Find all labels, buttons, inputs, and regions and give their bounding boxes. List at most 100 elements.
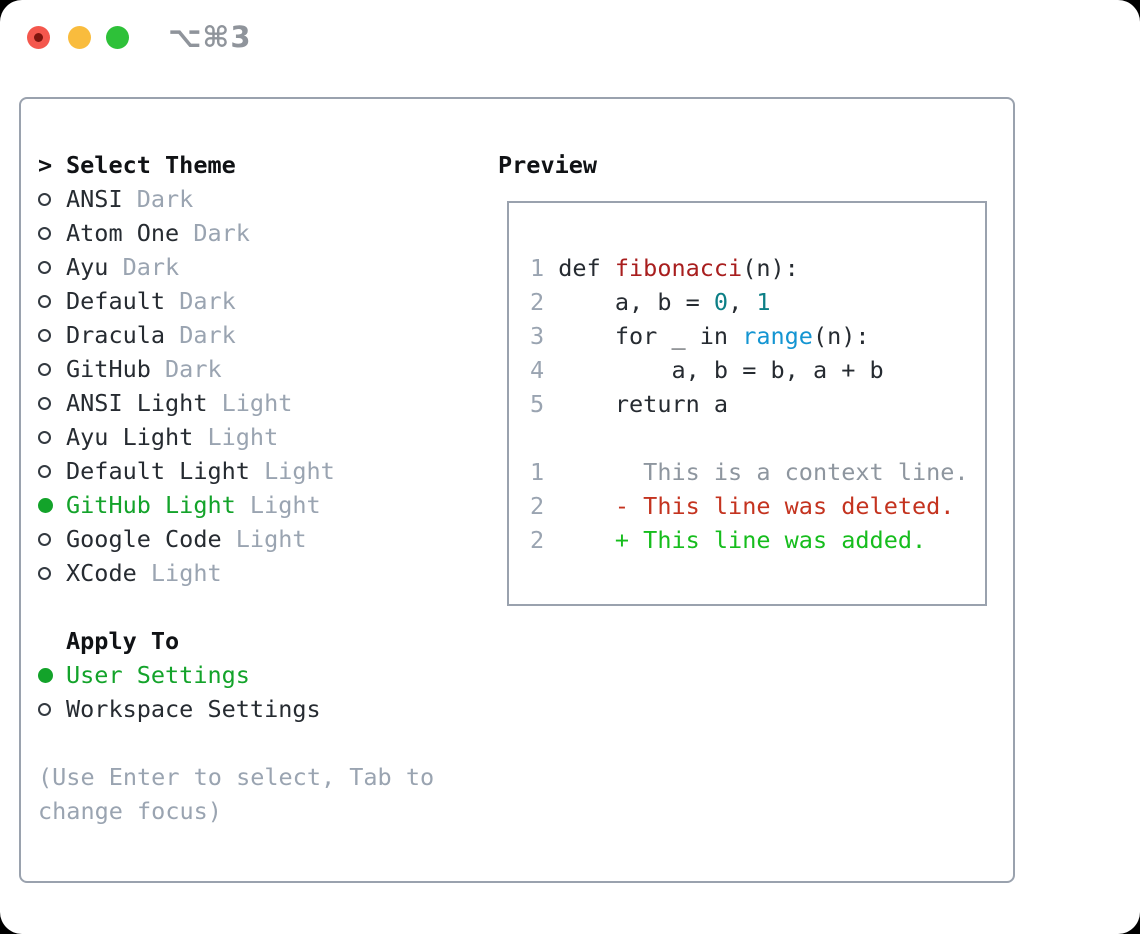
line-number: 3 — [530, 322, 545, 350]
theme-option-google-code[interactable]: Google Code Light — [38, 522, 434, 556]
radio-icon — [38, 396, 66, 410]
option-label: ANSI Light — [66, 389, 208, 417]
radio-icon — [38, 566, 66, 580]
token-deleted: - This line was deleted. — [558, 492, 955, 520]
apply-option-workspace-settings[interactable]: Workspace Settings — [38, 692, 434, 726]
theme-option-github-light[interactable]: GitHub Light Light — [38, 488, 434, 522]
code-line: 5 return a — [530, 387, 969, 421]
code-line: 2 a, b = 0, 1 — [530, 285, 969, 319]
spacer — [38, 726, 434, 760]
radio-icon — [38, 260, 66, 274]
code-line: 4 a, b = b, a + b — [530, 353, 969, 387]
token-added: + This line was added. — [558, 526, 927, 554]
variant-label: Dark — [179, 219, 250, 247]
theme-option-ayu-light[interactable]: Ayu Light Light — [38, 420, 434, 454]
radio-icon — [38, 430, 66, 444]
variant-label: Light — [136, 559, 222, 587]
token-plain: , — [728, 288, 757, 316]
variant-label: Light — [221, 525, 307, 553]
variant-label: Dark — [165, 321, 236, 349]
option-label: GitHub Light — [66, 491, 236, 519]
theme-option-ayu[interactable]: Ayu Dark — [38, 250, 434, 284]
radio-icon — [38, 226, 66, 240]
line-number: 2 — [530, 526, 545, 554]
minimize-button[interactable] — [68, 26, 91, 49]
radio-icon — [38, 702, 66, 716]
line-number: 2 — [530, 288, 545, 316]
radio-icon — [38, 328, 66, 342]
token-num: 1 — [756, 288, 771, 316]
radio-icon — [38, 532, 66, 546]
variant-label: Dark — [108, 253, 180, 281]
option-label: Default — [66, 287, 166, 315]
option-label: Default Light — [66, 457, 250, 485]
line-number: 5 — [530, 390, 545, 418]
option-label: Google Code — [66, 525, 222, 553]
option-label: Workspace Settings — [66, 695, 321, 723]
token-func: fibonacci — [614, 254, 743, 282]
help-text-line-2: change focus) — [38, 797, 222, 825]
line-number: 1 — [530, 458, 545, 486]
code-line: 3 for _ in range(n): — [530, 319, 969, 353]
apply-option-user-settings[interactable]: User Settings — [38, 658, 434, 692]
context-line: 1 This is a context line. — [530, 455, 969, 489]
radio-icon — [38, 362, 66, 376]
variant-label: Light — [207, 389, 293, 417]
radio-icon — [38, 192, 66, 206]
token-plain: for _ in — [558, 322, 743, 350]
line-number: 4 — [530, 356, 545, 384]
option-label: Ayu — [66, 253, 109, 281]
token-context: This is a context line. — [558, 458, 969, 486]
token-plain: return a — [558, 390, 729, 418]
token-num: 0 — [713, 288, 729, 316]
theme-option-github[interactable]: GitHub Dark — [38, 352, 434, 386]
theme-option-ansi[interactable]: ANSI Dark — [38, 182, 434, 216]
zoom-button[interactable] — [106, 26, 129, 49]
blank-line — [530, 421, 969, 455]
option-label: XCode — [66, 559, 137, 587]
radio-icon — [38, 294, 66, 308]
help-text-line-1: (Use Enter to select, Tab to — [38, 763, 435, 791]
line-number: 2 — [530, 492, 545, 520]
option-label: GitHub — [66, 355, 151, 383]
apply-to-header: Apply To — [38, 624, 434, 658]
token-builtin: range — [742, 322, 813, 350]
apply-to-title: Apply To — [66, 627, 180, 655]
radio-selected-icon — [38, 497, 66, 513]
theme-option-default[interactable]: Default Dark — [38, 284, 434, 318]
radio-selected-icon — [38, 667, 66, 683]
variant-label: Light — [235, 491, 321, 519]
deleted-line: 2 - This line was deleted. — [530, 489, 969, 523]
token-plain: (n): — [812, 322, 870, 350]
option-label: Dracula — [66, 321, 166, 349]
line-number: 1 — [530, 254, 545, 282]
close-button[interactable] — [27, 26, 50, 49]
variant-label: Light — [249, 457, 335, 485]
window-title: ⌥⌘3 — [168, 20, 252, 54]
theme-option-dracula[interactable]: Dracula Dark — [38, 318, 434, 352]
token-plain: a, b = b, a + b — [558, 356, 884, 384]
token-plain: a, b = — [558, 288, 714, 316]
theme-option-ansi-light[interactable]: ANSI Light Light — [38, 386, 434, 420]
theme-option-atom-one[interactable]: Atom One Dark — [38, 216, 434, 250]
option-label: Ayu Light — [66, 423, 194, 451]
select-theme-title: Select Theme — [66, 151, 236, 179]
token-plain: (n): — [742, 254, 799, 282]
radio-icon — [38, 464, 66, 478]
preview-title: Preview — [498, 151, 598, 179]
spacer — [38, 590, 434, 624]
variant-label: Light — [193, 423, 279, 451]
theme-option-xcode[interactable]: XCode Light — [38, 556, 434, 590]
option-label: ANSI — [66, 185, 123, 213]
theme-option-default-light[interactable]: Default Light Light — [38, 454, 434, 488]
select-theme-header: > Select Theme — [38, 148, 434, 182]
option-label: Atom One — [66, 219, 180, 247]
